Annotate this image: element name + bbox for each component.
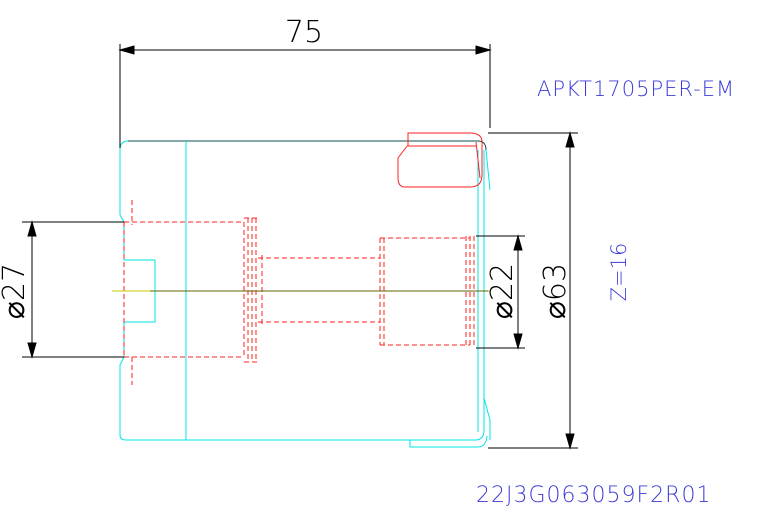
dimension-length-label: 75 (285, 15, 323, 50)
insert-inner-line (408, 141, 481, 179)
dimension-cutter (488, 131, 578, 450)
hidden-bore (123, 200, 475, 385)
dimension-cutter-label: ⌀63 (538, 263, 573, 319)
teeth-count-label: Z=16 (607, 243, 631, 302)
body-outline-top (128, 140, 487, 151)
dimension-bore-label: ⌀22 (485, 263, 520, 319)
body-right-chamfer (485, 149, 491, 191)
body-bottom-right (483, 397, 491, 440)
body-bottom-step (409, 435, 488, 448)
insert-outline (397, 132, 483, 188)
insert-code-label: APKT1705PER-EM (537, 77, 735, 101)
dimension-shank (22, 220, 124, 359)
dimension-length (118, 44, 492, 148)
dimension-shank-label: ⌀27 (0, 263, 32, 319)
dimension-bore (476, 234, 525, 350)
part-number-label: 22J3G063059F2R01 (476, 483, 711, 508)
